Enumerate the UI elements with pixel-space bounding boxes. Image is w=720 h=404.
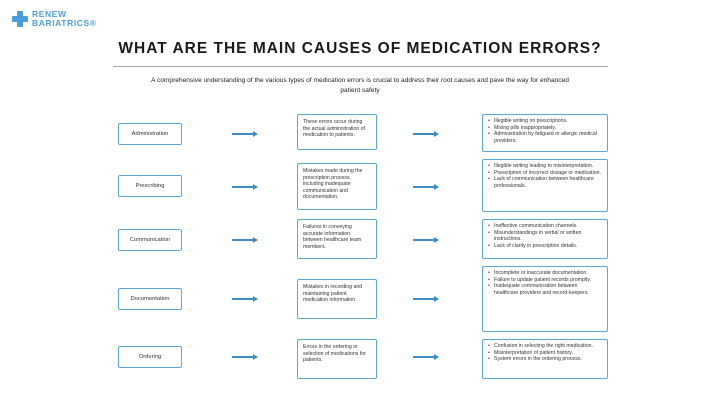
page-subtitle: A comprehensive understanding of the var… — [151, 77, 569, 94]
examples-box-prescribing: Illegible writing leading to misinterpre… — [482, 159, 608, 212]
brand-line-2: BARIATRICS® — [32, 18, 97, 28]
description-box-communication: Failures in conveying accurate informati… — [297, 219, 377, 259]
category-box-ordering: Ordering — [118, 346, 182, 368]
cross-logo-icon — [12, 11, 28, 27]
example-item: Illegible writing on prescriptions. — [487, 118, 602, 125]
description-box-administration: These errors occur during the actual adm… — [297, 114, 377, 150]
example-item: Prescription of incorrect dosage or medi… — [487, 170, 602, 177]
right-arrow-icon — [413, 237, 439, 243]
description-box-prescribing: Mistakes made during the prescription pr… — [297, 163, 377, 210]
right-arrow-icon — [232, 237, 258, 243]
example-item: Ineffective communication channels. — [487, 223, 602, 230]
description-box-documentation: Mistakes in recording and maintaining pa… — [297, 279, 377, 319]
category-box-administration: Administration — [118, 123, 182, 145]
right-arrow-icon — [413, 184, 439, 190]
example-item: Misunderstandings in verbal or written i… — [487, 230, 602, 243]
example-item: Lack of clarity in prescription details. — [487, 243, 602, 250]
right-arrow-icon — [232, 184, 258, 190]
example-item: Confusion in selecting the right medicat… — [487, 343, 602, 350]
category-box-documentation: Documentation — [118, 288, 182, 310]
example-item: Inadequate communication between healthc… — [487, 283, 602, 296]
right-arrow-icon — [413, 131, 439, 137]
examples-box-administration: Illegible writing on prescriptions. Mixi… — [482, 114, 608, 152]
example-item: Illegible writing leading to misinterpre… — [487, 163, 602, 170]
example-item: Lack of communication between healthcare… — [487, 176, 602, 189]
brand-line-1: RENEW — [32, 9, 67, 19]
category-box-communication: Communication — [118, 229, 182, 251]
example-item: Misinterpretation of patient history. — [487, 350, 602, 357]
examples-box-ordering: Confusion in selecting the right medicat… — [482, 339, 608, 379]
examples-box-documentation: Incomplete or inaccurate documentation. … — [482, 266, 608, 332]
example-item: Administration by fatigued or allergic m… — [487, 131, 602, 144]
right-arrow-icon — [232, 131, 258, 137]
brand-logo: RENEW BARIATRICS® — [12, 10, 97, 28]
example-item: Failure to update patient records prompt… — [487, 277, 602, 284]
example-item: Mixing pills inappropriately. — [487, 125, 602, 132]
brand-name: RENEW BARIATRICS® — [32, 10, 97, 28]
example-item: Incomplete or inaccurate documentation. — [487, 270, 602, 277]
category-box-prescribing: Prescribing — [118, 175, 182, 197]
right-arrow-icon — [413, 354, 439, 360]
description-box-ordering: Errors in the ordering or selection of m… — [297, 339, 377, 379]
example-item: System errors in the ordering process. — [487, 356, 602, 363]
page-title: WHAT ARE THE MAIN CAUSES OF MEDICATION E… — [118, 40, 602, 57]
right-arrow-icon — [232, 354, 258, 360]
right-arrow-icon — [232, 296, 258, 302]
right-arrow-icon — [413, 296, 439, 302]
title-divider — [113, 66, 608, 67]
examples-box-communication: Ineffective communication channels. Misu… — [482, 219, 608, 259]
